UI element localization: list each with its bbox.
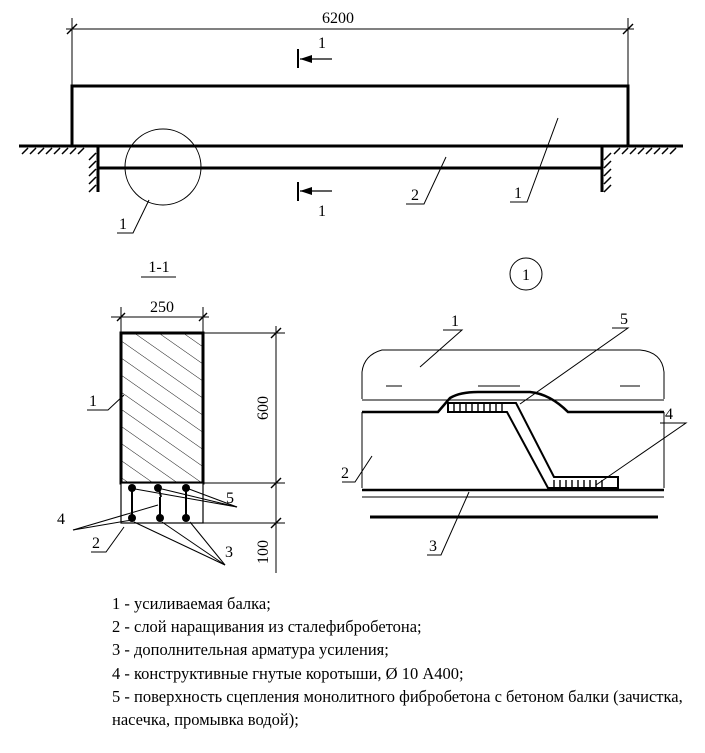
section-callout-bent-bar: 4 [57,511,65,528]
section-cut-top-label: 1 [318,35,326,52]
section-leaders [72,394,238,566]
section-cut-top [297,49,332,68]
detail-interface [362,390,664,414]
detail-leaders [342,327,688,556]
elevation-leaders [117,117,559,234]
height-dimension [203,326,285,573]
width-dimension-label: 250 [150,299,174,316]
detail-break-outline [361,349,665,488]
cross-section: 1-1 250 [57,259,285,573]
beam-section [119,331,205,485]
elevation-callout-beam: 1 [514,185,522,202]
detail-callout-interface: 5 [620,311,628,328]
layer-dimension-label: 100 [255,540,272,564]
legend-item-layer: 2 - слой наращивания из сталефибробетона… [112,617,422,637]
ground-right [600,144,683,193]
section-cut-bottom-label: 1 [318,203,326,220]
legend-item-interface: 5 - поверхность сцепления монолитного фи… [112,686,683,730]
span-dimension [66,18,634,86]
detail-callout-rebar: 3 [429,538,437,555]
strengthened-beam [70,84,630,148]
reinforcement-drawing: 6200 [19,10,688,573]
detail-bottom-rebar [362,488,664,519]
detail-weld-ticks [453,403,603,489]
legend: 1 - усиливаемая балка; 2 - слой наращива… [112,592,702,731]
fiber-concrete-layer [98,145,602,170]
elevation-callout-detail: 1 [119,216,127,233]
section-callout-beam: 1 [89,393,97,410]
span-dimension-label: 6200 [322,10,354,27]
section-callout-rebar: 3 [225,544,233,561]
section-cut-bottom [297,182,332,201]
detail-callout-bent-bar: 4 [665,406,673,423]
detail-circle [124,128,202,206]
height-dimension-label: 600 [255,396,272,420]
width-dimension [111,307,209,333]
elevation-callout-layer: 2 [411,187,419,204]
detail-callout-layer: 2 [341,465,349,482]
legend-item-rebar: 3 - дополнительная арматура усиления; [112,640,389,660]
legend-item-bent-bar: 4 - конструктивные гнутые коротыши, Ø 10… [112,663,464,683]
section-callout-layer: 2 [92,535,100,552]
detail-marker-label: 1 [522,267,530,284]
detail-callout-beam: 1 [451,313,459,330]
section-callout-interface: 5 [226,490,234,507]
detail-bent-bar [447,402,619,489]
rebar-dots [128,484,190,522]
legend-item-beam: 1 - усиливаемая балка; [112,594,271,613]
beam-elevation: 6200 [19,10,683,234]
ground-left [19,144,100,193]
detail-view: 1 [341,257,688,556]
detail-marker-circle [509,257,543,291]
section-title: 1-1 [148,259,169,276]
